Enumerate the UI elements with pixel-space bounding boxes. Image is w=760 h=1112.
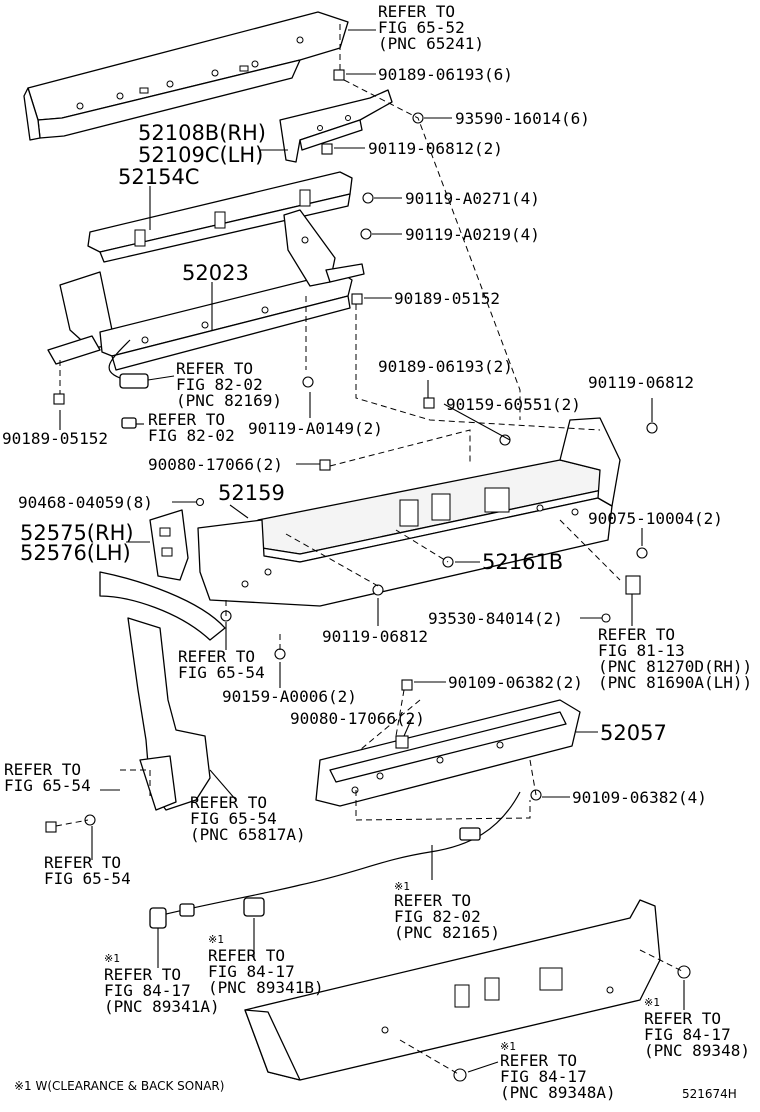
refer-65-54-c-line-1: REFER TO — [190, 793, 267, 812]
bumper-reinforcement-52154c — [87, 171, 353, 263]
label-52108b-rh: 52108B(RH) — [138, 121, 266, 145]
quarter-panel-mudguard — [99, 571, 226, 811]
label-52023: 52023 — [182, 261, 249, 285]
callout-refer-82-02-b: REFER TO FIG 82-02 — [148, 410, 235, 445]
label-90159-a0006-2: 90159-A0006(2) — [222, 687, 357, 706]
refer-84-17-d-mark: ※1 — [500, 1040, 516, 1053]
refer-81-13-line-4: (PNC 81690A(LH)) — [598, 673, 752, 692]
refer-82-02-a-line-3: (PNC 82169) — [176, 391, 282, 410]
label-90189-05152-left: 90189-05152 — [2, 429, 108, 448]
refer-82-02-c-line-2: FIG 82-02 — [394, 907, 481, 926]
label-52576-lh: 52576(LH) — [20, 541, 131, 565]
refer-65-52-line-1: REFER TO — [378, 2, 455, 21]
label-93590-16014-6: 93590-16014(6) — [455, 109, 590, 128]
refer-84-17-c-line-2: FIG 84-17 — [644, 1025, 731, 1044]
label-90468-04059-8: 90468-04059(8) — [18, 493, 153, 512]
rear-bumper-bar — [197, 417, 621, 607]
label-90119-a0271-4: 90119-A0271(4) — [405, 189, 540, 208]
refer-82-02-a-line-1: REFER TO — [176, 359, 253, 378]
refer-84-17-d-line-2: FIG 84-17 — [500, 1067, 587, 1086]
label-90075-10004-2: 90075-10004(2) — [588, 509, 723, 528]
label-90189-06193-6: 90189-06193(6) — [378, 65, 513, 84]
label-52154c: 52154C — [118, 165, 199, 189]
label-90119-a0149-2: 90119-A0149(2) — [248, 419, 383, 438]
refer-65-54-a-line-1: REFER TO — [178, 647, 255, 666]
callout-refer-65-54-d: REFER TO FIG 65-54 — [44, 853, 131, 888]
refer-82-02-c-mark: ※1 — [394, 880, 410, 893]
assembly-dashed-lines — [55, 24, 685, 1076]
callout-refer-82-02-a: REFER TO FIG 82-02 (PNC 82169) — [176, 359, 282, 410]
refer-82-02-c-line-1: REFER TO — [394, 891, 471, 910]
fasteners — [45, 69, 691, 1082]
figure-id: 521674H — [682, 1087, 737, 1101]
bumper-arm-bracket — [279, 89, 393, 163]
bumper-side-bracket — [149, 509, 189, 581]
label-90119-a0219-4: 90119-A0219(4) — [405, 225, 540, 244]
refer-84-17-b-line-3: (PNC 89341B) — [208, 978, 324, 997]
sensor-harness-82169 — [108, 339, 149, 429]
refer-82-02-b-line-1: REFER TO — [148, 410, 225, 429]
refer-65-54-d-line-1: REFER TO — [44, 853, 121, 872]
refer-84-17-d-line-1: REFER TO — [500, 1051, 577, 1070]
label-90109-06382-4: 90109-06382(4) — [572, 788, 707, 807]
refer-81-13-line-3: (PNC 81270D(RH)) — [598, 657, 752, 676]
refer-65-54-a-line-2: FIG 65-54 — [178, 663, 265, 682]
callout-refer-81-13: REFER TO FIG 81-13 (PNC 81270D(RH)) (PNC… — [598, 625, 752, 692]
label-90189-06193-2: 90189-06193(2) — [378, 357, 513, 376]
bumper-cover-52057 — [315, 699, 581, 807]
callout-refer-65-54-a: REFER TO FIG 65-54 — [178, 647, 265, 682]
footnote: ※1 W(CLEARANCE & BACK SONAR) — [14, 1079, 224, 1093]
refer-84-17-b-line-2: FIG 84-17 — [208, 962, 295, 981]
refer-65-52-line-3: (PNC 65241) — [378, 34, 484, 53]
leader-lines — [59, 29, 685, 1073]
refer-84-17-a-mark: ※1 — [104, 952, 120, 965]
refer-84-17-b-line-1: REFER TO — [208, 946, 285, 965]
refer-84-17-d-line-3: (PNC 89348A) — [500, 1083, 616, 1102]
refer-84-17-c-line-1: REFER TO — [644, 1009, 721, 1028]
label-90189-05152-right: 90189-05152 — [394, 289, 500, 308]
label-90080-17066-2-lower: 90080-17066(2) — [290, 709, 425, 728]
callout-refer-84-17-a: ※1 REFER TO FIG 84-17 (PNC 89341A) — [104, 952, 220, 1016]
callout-refer-65-54-b: REFER TO FIG 65-54 — [4, 760, 91, 795]
refer-65-54-c-line-2: FIG 65-54 — [190, 809, 277, 828]
refer-82-02-a-line-2: FIG 82-02 — [176, 375, 263, 394]
refer-65-54-b-line-2: FIG 65-54 — [4, 776, 91, 795]
callout-refer-65-54-c: REFER TO FIG 65-54 (PNC 65817A) — [190, 793, 306, 844]
label-52161b: 52161B — [482, 550, 563, 574]
label-90119-06812-right: 90119-06812 — [588, 373, 694, 392]
refer-81-13-line-1: REFER TO — [598, 625, 675, 644]
refer-81-13-line-2: FIG 81-13 — [598, 641, 685, 660]
label-90119-06812-2: 90119-06812(2) — [368, 139, 503, 158]
refer-65-54-b-line-1: REFER TO — [4, 760, 81, 779]
refer-82-02-c-line-3: (PNC 82165) — [394, 923, 500, 942]
refer-65-54-d-line-2: FIG 65-54 — [44, 869, 131, 888]
label-90080-17066-2-upper: 90080-17066(2) — [148, 455, 283, 474]
bumper-arm-52023 — [47, 209, 365, 371]
refer-84-17-a-line-2: FIG 84-17 — [104, 981, 191, 1000]
refer-84-17-b-mark: ※1 — [208, 933, 224, 946]
label-93530-84014-2: 93530-84014(2) — [428, 609, 563, 628]
frame-crossmember — [23, 11, 349, 141]
callout-refer-82-02-c: ※1 REFER TO FIG 82-02 (PNC 82165) — [394, 880, 500, 942]
back-sonar-harness — [149, 791, 521, 929]
callout-refer-84-17-d: ※1 REFER TO FIG 84-17 (PNC 89348A) — [500, 1040, 616, 1102]
refer-84-17-a-line-3: (PNC 89341A) — [104, 997, 220, 1016]
refer-84-17-c-mark: ※1 — [644, 996, 660, 1009]
refer-84-17-a-line-1: REFER TO — [104, 965, 181, 984]
refer-84-17-c-line-3: (PNC 89348) — [644, 1041, 750, 1060]
refer-82-02-b-line-2: FIG 82-02 — [148, 426, 235, 445]
label-52575-rh: 52575(RH) — [20, 521, 134, 545]
label-90109-06382-2: 90109-06382(2) — [448, 673, 583, 692]
callout-refer-84-17-b: ※1 REFER TO FIG 84-17 (PNC 89341B) — [208, 933, 324, 997]
label-52109c-lh: 52109C(LH) — [138, 143, 263, 167]
label-90159-60551-2: 90159-60551(2) — [446, 395, 581, 414]
refer-65-52-line-2: FIG 65-52 — [378, 18, 465, 37]
callout-refer-65-52: REFER TO FIG 65-52 (PNC 65241) — [378, 2, 484, 53]
label-52159: 52159 — [218, 481, 285, 505]
refer-65-54-c-line-3: (PNC 65817A) — [190, 825, 306, 844]
callout-refer-84-17-c: ※1 REFER TO FIG 84-17 (PNC 89348) — [644, 996, 750, 1060]
label-90119-06812-center: 90119-06812 — [322, 627, 428, 646]
label-52057: 52057 — [600, 721, 667, 745]
